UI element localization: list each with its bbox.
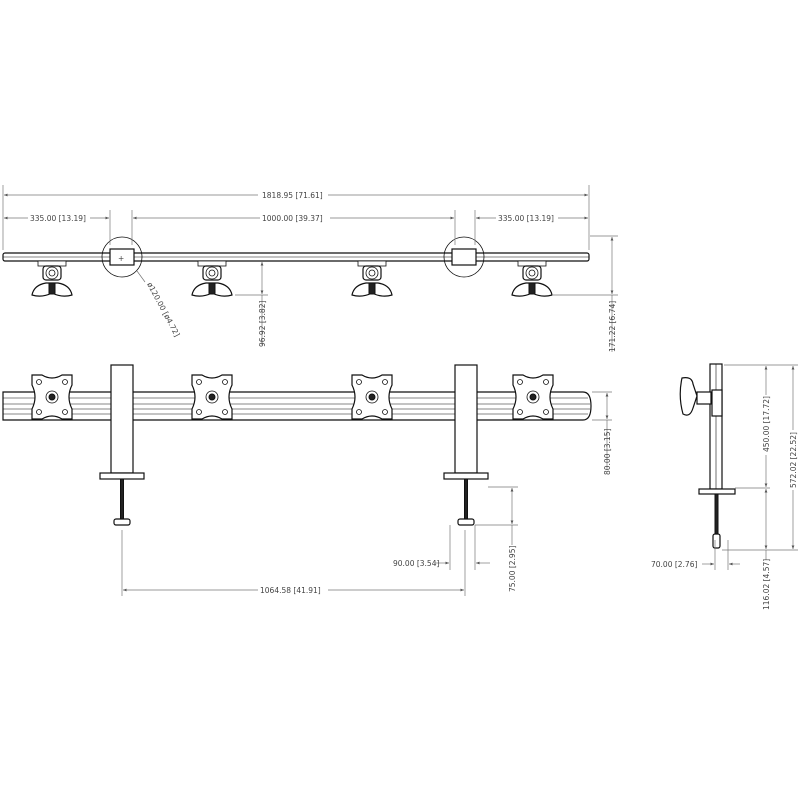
desk-clamp bbox=[99, 364, 145, 526]
mount-head bbox=[191, 260, 233, 297]
dim-post-height: 450.00 [17.72] bbox=[762, 396, 771, 452]
vesa-plate bbox=[31, 374, 73, 420]
dim-post-spacing: 1064.58 [41.91] bbox=[260, 586, 321, 595]
clamp-circle bbox=[101, 236, 143, 278]
dim-right-offset: 335.00 [13.19] bbox=[498, 214, 554, 223]
front-view: 80.00 [3.15] 90.00 [3.54] 75.00 [2.95] 1… bbox=[2, 364, 612, 596]
dim-clamp-width: 90.00 [3.54] bbox=[393, 559, 439, 568]
mount-head bbox=[511, 260, 553, 297]
desk-clamp bbox=[443, 364, 489, 526]
clamp-circle bbox=[443, 236, 485, 278]
dim-overall-height: 572.02 [22.52] bbox=[789, 432, 798, 488]
svg-text:+: + bbox=[118, 254, 124, 263]
dim-left-offset: 335.00 [13.19] bbox=[30, 214, 86, 223]
dim-clamp-height: 116.02 [4.57] bbox=[762, 559, 771, 610]
vesa-plate bbox=[512, 374, 554, 420]
vesa-plate bbox=[351, 374, 393, 420]
mount-head bbox=[31, 260, 73, 297]
monitor-head-side bbox=[679, 377, 698, 416]
dim-clamp-diameter: ø120.00 [ø4.72] bbox=[145, 281, 181, 339]
crossbar-front bbox=[2, 391, 592, 421]
top-view: + 1818.95 [71.61] 335.00 [13.19] 1000.00… bbox=[2, 185, 618, 352]
dim-overall-depth: 171.22 [6.74] bbox=[608, 301, 617, 352]
dim-overall-width: 1818.95 [71.61] bbox=[262, 191, 323, 200]
vesa-plate bbox=[191, 374, 233, 420]
dim-clamp-spacing: 1000.00 [39.37] bbox=[262, 214, 323, 223]
dim-clamp-depth: 75.00 [2.95] bbox=[508, 546, 517, 592]
dim-mount-depth: 96.92 [3.82] bbox=[258, 301, 267, 347]
side-view: 450.00 [17.72] 572.02 [22.52] 116.02 [4.… bbox=[651, 363, 798, 610]
mount-head bbox=[351, 260, 393, 297]
dim-clamp-offset: 70.00 [2.76] bbox=[651, 560, 697, 569]
dim-bar-height: 80.00 [3.15] bbox=[603, 429, 612, 475]
